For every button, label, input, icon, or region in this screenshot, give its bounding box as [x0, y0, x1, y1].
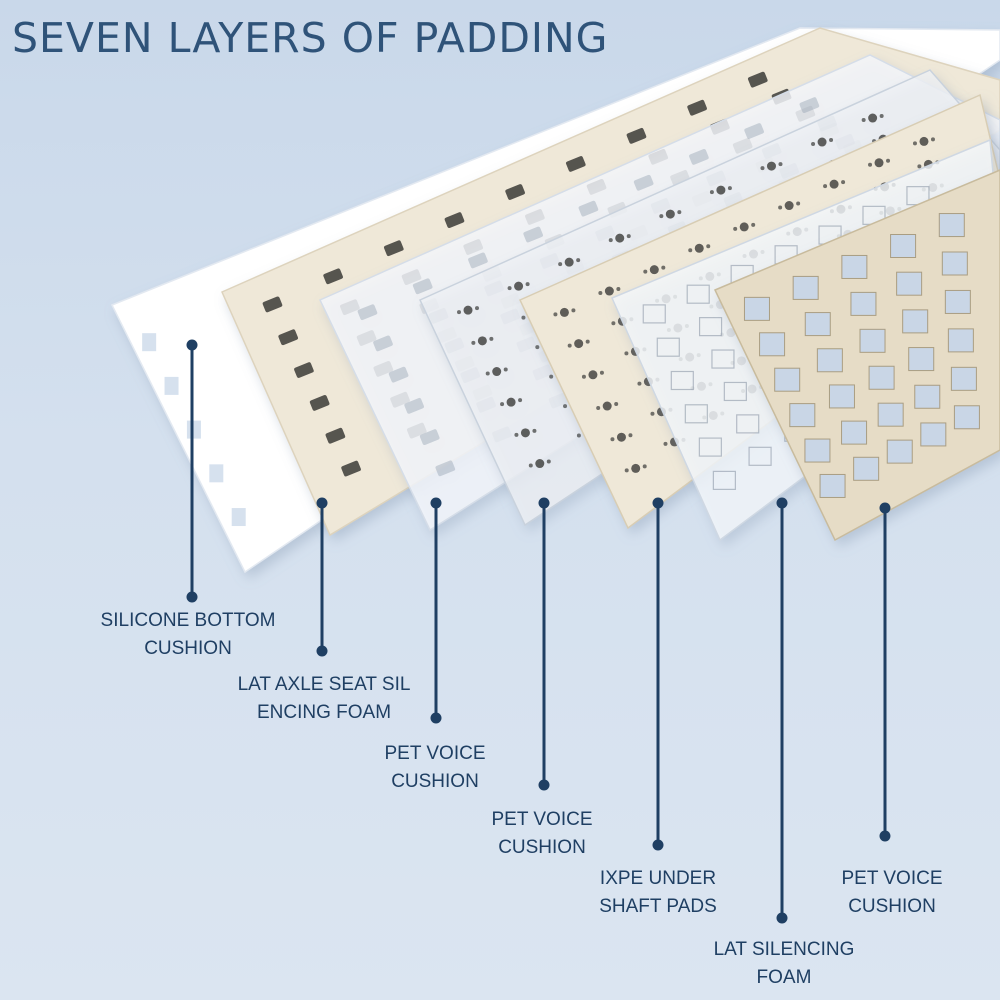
label-line: FOAM [756, 967, 812, 988]
leader-lat-axle-seat-silencing-foam [316, 497, 328, 657]
label-line: CUSHION [391, 771, 479, 792]
leader-pet-voice-cushion-3 [879, 502, 891, 842]
label-pet-voice-cushion-2: PET VOICE CUSHION [442, 806, 642, 862]
plate-cutouts [743, 213, 980, 498]
label-line: CUSHION [144, 638, 232, 659]
label-line: CUSHION [848, 896, 936, 917]
label-line: ENCING FOAM [256, 702, 392, 723]
label-line: LAT SILENCING [713, 939, 855, 960]
label-line: CUSHION [498, 837, 586, 858]
label-pet-voice-cushion-1: PET VOICE CUSHION [335, 740, 535, 796]
leader-pet-voice-cushion-2 [538, 497, 550, 791]
plate-body [713, 169, 1000, 542]
label-line: PET VOICE [384, 743, 486, 764]
leader-silicone-bottom-cushion [186, 339, 198, 603]
label-pet-voice-cushion-3: PET VOICE CUSHION [792, 865, 992, 921]
label-lat-axle-seat-silencing-foam: LAT AXLE SEAT SIL ENCING FOAM [224, 671, 424, 727]
label-line: SHAFT PADS [599, 896, 717, 917]
plate-cutouts [142, 333, 246, 527]
label-line: PET VOICE [491, 809, 593, 830]
plate-pet-voice-cushion-3 [713, 169, 1000, 542]
label-line: IXPE UNDER [599, 868, 717, 889]
label-silicone-bottom-cushion: SILICONE BOTTOM CUSHION [88, 607, 288, 663]
label-lat-silencing-foam: LAT SILENCING FOAM [684, 936, 884, 992]
label-line: SILICONE BOTTOM [100, 610, 276, 631]
leader-pet-voice-cushion-1 [430, 497, 442, 724]
label-line: PET VOICE [841, 868, 943, 889]
label-line: LAT AXLE SEAT SIL [237, 674, 411, 695]
label-ixpe-under-shaft-pads: IXPE UNDER SHAFT PADS [558, 865, 758, 921]
leader-ixpe-under-shaft-pads [652, 497, 664, 851]
page-title: SEVEN LAYERS OF PADDING [12, 14, 609, 62]
leader-lat-silencing-foam [776, 497, 788, 924]
